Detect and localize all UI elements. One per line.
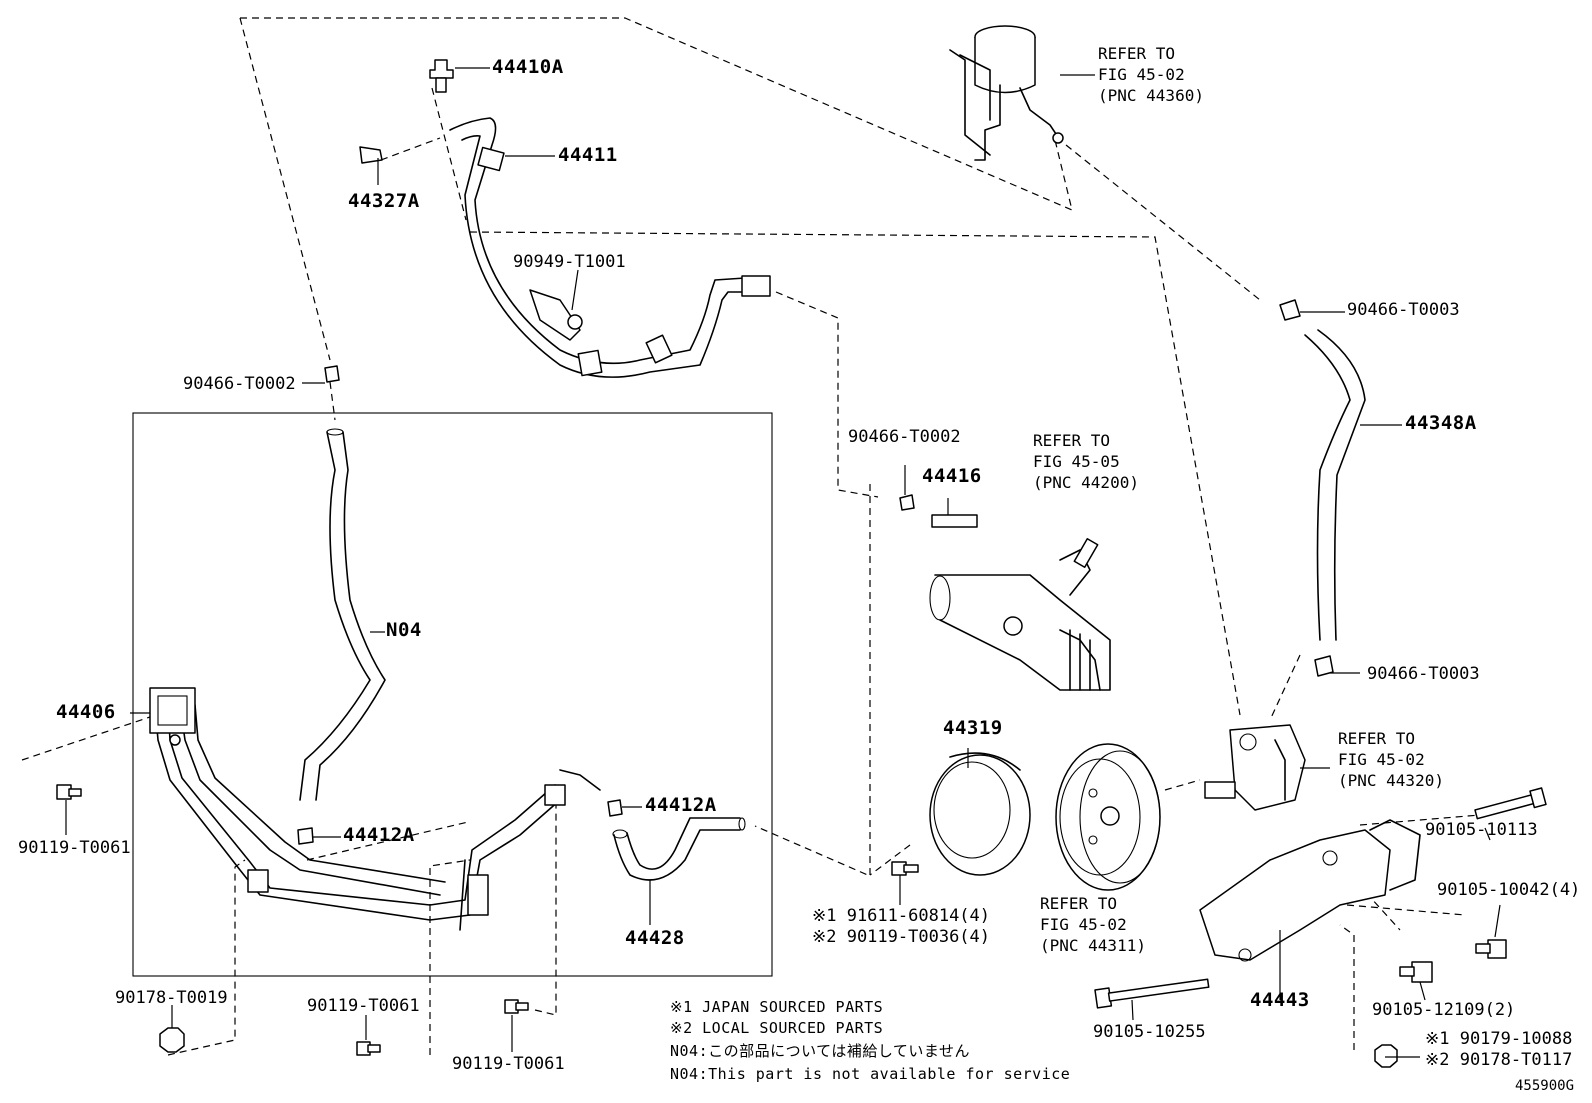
label-90178-T0019: 90178-T0019 [115,988,228,1008]
nut-90178-T0019 [159,1027,185,1053]
return-hose-drawing [297,365,386,845]
label-90178-T0117: ※2 90178-T0117 [1425,1050,1573,1070]
bracket-drawing [1199,819,1421,962]
bolt-90119-T0061-bm [504,999,529,1014]
reservoir-drawing [949,25,1064,161]
refer-44200-line1: REFER TO [1033,431,1111,450]
note-n04-japanese: N04:この部品については補給していません [670,1042,970,1060]
label-90105-10113: 90105-10113 [1425,820,1538,840]
fasteners-drawing [56,784,1547,1068]
refer-44320: REFER TO FIG 45-02 (PNC 44320) [1338,728,1444,791]
pump-drawing [1204,724,1306,811]
label-91611-60814: ※1 91611-60814(4) [812,906,991,926]
note-japan-sourced: ※1 JAPAN SOURCED PARTS [670,998,884,1016]
refer-44320-line1: REFER TO [1338,729,1416,748]
bolt-90119-T0061-bl [356,1041,381,1056]
note-n04-english: N04:This part is not available for servi… [670,1065,1071,1083]
refer-44360-line1: REFER TO [1098,44,1176,63]
refer-44320-line2: FIG 45-02 [1338,750,1425,769]
note-local-sourced: ※2 LOCAL SOURCED PARTS [670,1019,884,1037]
label-90949-T1001: 90949-T1001 [513,252,626,272]
bolt-90105-12109 [1399,961,1433,983]
pulley-44311-drawing [1055,743,1161,891]
label-44348A: 44348A [1405,412,1477,434]
hose-44428-drawing [612,817,746,881]
label-90466-T0002-mid: 90466-T0002 [848,427,961,447]
sub-assembly-frame [132,412,773,977]
bolt-90105-10113 [1474,787,1547,820]
label-44428: 44428 [625,927,685,949]
bolt-91611-60814 [891,861,919,876]
leader-lines [65,67,1501,1058]
refer-44311-line1: REFER TO [1040,894,1118,913]
label-44406: 44406 [56,701,116,723]
refer-44320-line3: (PNC 44320) [1338,771,1444,790]
label-44327A: 44327A [348,190,420,212]
steering-gear-drawing [899,494,1111,691]
bolt-90105-10042 [1475,939,1507,959]
refer-44311-line3: (PNC 44311) [1040,936,1146,955]
label-90119-T0061-bl: 90119-T0061 [307,996,420,1016]
return-hose-44348A-drawing [1279,299,1366,677]
label-90466-T0003-top: 90466-T0003 [1347,300,1460,320]
refer-44200: REFER TO FIG 45-05 (PNC 44200) [1033,430,1139,493]
nut-90179-10088 [1374,1044,1398,1068]
refer-44311: REFER TO FIG 45-02 (PNC 44311) [1040,893,1146,956]
refer-44360-line2: FIG 45-02 [1098,65,1185,84]
figure-code: 455900G [1515,1078,1575,1094]
label-44416: 44416 [922,465,982,487]
label-44443: 44443 [1250,989,1310,1011]
label-44319: 44319 [943,717,1003,739]
label-44411: 44411 [558,144,618,166]
label-90119-T0036: ※2 90119-T0036(4) [812,927,991,947]
label-N04: N04 [386,619,422,641]
label-90119-T0061-left: 90119-T0061 [18,838,131,858]
label-90466-T0002-top: 90466-T0002 [183,374,296,394]
refer-44311-line2: FIG 45-02 [1040,915,1127,934]
refer-44200-line3: (PNC 44200) [1033,473,1139,492]
pressure-hose-drawing [359,59,771,378]
dashed-callout-lines [21,17,1481,1056]
label-44412A-left: 44412A [343,824,415,846]
label-90179-10088: ※1 90179-10088 [1425,1029,1573,1049]
label-44410A: 44410A [492,56,564,78]
refer-44360-line3: (PNC 44360) [1098,86,1204,105]
bolt-90105-10255 [1094,978,1210,1009]
pulley-44319-drawing [929,752,1031,876]
label-90105-10042: 90105-10042(4) [1437,880,1581,900]
bolt-90119-T0061-left [56,784,82,800]
pipe-assembly-drawing [149,687,623,931]
label-90119-T0061-bm: 90119-T0061 [452,1054,565,1074]
label-90466-T0003-bot: 90466-T0003 [1367,664,1480,684]
label-90105-10255: 90105-10255 [1093,1022,1206,1042]
label-90105-12109: 90105-12109(2) [1372,1000,1516,1020]
label-44412A-right: 44412A [645,794,717,816]
refer-44360: REFER TO FIG 45-02 (PNC 44360) [1098,43,1204,106]
refer-44200-line2: FIG 45-05 [1033,452,1120,471]
